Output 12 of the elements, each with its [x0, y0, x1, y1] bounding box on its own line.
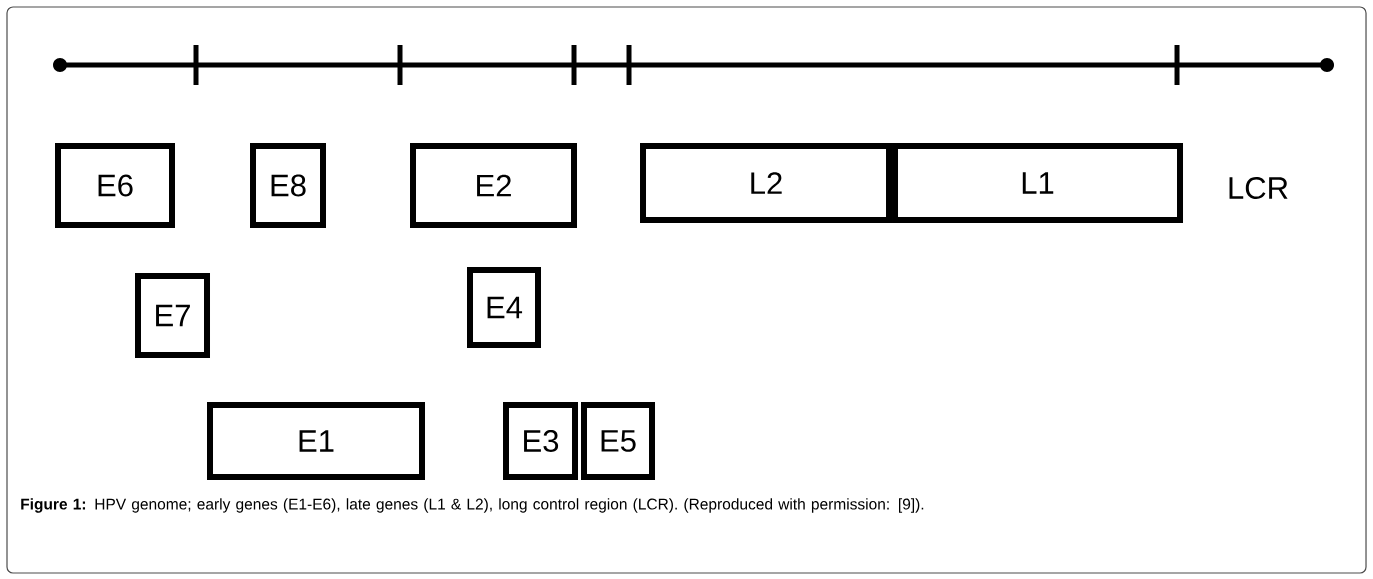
gene-box: L1 [892, 143, 1183, 223]
figure-caption: Figure 1: HPV genome; early genes (E1-E6), late genes (L1 & L2), long control region (LCR). (Reproduced with permission: [9]). [21, 498, 924, 513]
gene-box: E7 [135, 273, 210, 358]
gene-box: L2 [640, 143, 892, 223]
gene-box: E5 [581, 402, 655, 480]
gene-box: E8 [250, 143, 326, 228]
gene-box: E4 [467, 267, 541, 348]
gene-box: E3 [503, 402, 578, 480]
gene-box: E2 [410, 143, 577, 228]
gene-box: E6 [55, 143, 175, 228]
region-label: LCR [1229, 177, 1288, 199]
gene-box: E1 [207, 402, 425, 480]
